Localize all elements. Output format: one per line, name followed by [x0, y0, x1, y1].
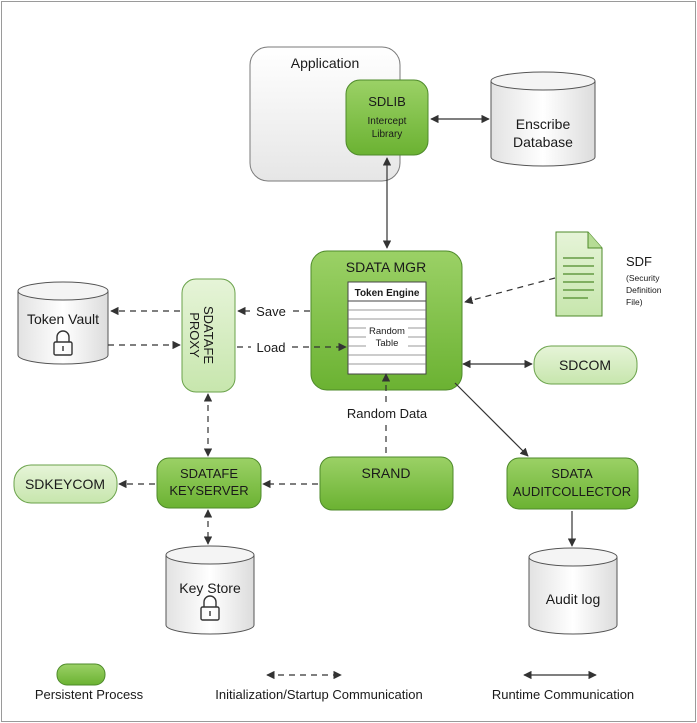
sdf-file: SDF (Security Definition File) [555, 231, 662, 317]
token-vault-label: Token Vault [27, 311, 99, 327]
token-engine-label: Token Engine [355, 288, 420, 299]
enscribe-line1: Enscribe [516, 116, 571, 132]
audit-log-label: Audit log [546, 591, 600, 607]
keyserver-line1: SDATAFE [180, 466, 238, 481]
sdf-line1: (Security [626, 273, 660, 283]
legend: Persistent Process Initialization/Startu… [35, 663, 634, 702]
legend-init-label: Initialization/Startup Communication [215, 687, 422, 702]
legend-persistent-swatch [56, 663, 106, 686]
edge-sdf-sdatamgr [464, 277, 556, 305]
sdatafe-proxy-node: SDATAFE PROXY [181, 278, 236, 393]
connectors [108, 114, 577, 547]
auditcollector-node: SDATA AUDITCOLLECTOR [506, 457, 639, 510]
token-vault: Token Vault [17, 281, 109, 365]
edge-sdatamgr-auditcollector [454, 382, 529, 457]
sdlib-line2: Library [372, 129, 403, 140]
sdkeycom-node: SDKEYCOM [13, 464, 118, 504]
legend-runtime-label: Runtime Communication [492, 687, 634, 702]
keyserver-node: SDATAFE KEYSERVER [156, 457, 262, 509]
application-label: Application [291, 55, 360, 71]
sdcom-node: SDCOM [533, 345, 638, 385]
auditcollector-line2: AUDITCOLLECTOR [513, 484, 631, 499]
sdlib-title: SDLIB [368, 94, 406, 109]
sdf-line3: File) [626, 297, 643, 307]
load-label: Load [257, 340, 286, 355]
proxy-line1: SDATAFE [201, 306, 216, 364]
srand-label: SRAND [361, 465, 410, 481]
legend-persistent-label: Persistent Process [35, 687, 144, 702]
keyserver-line2: KEYSERVER [169, 483, 248, 498]
srand-node: SRAND [319, 456, 454, 511]
audit-log: Audit log [528, 547, 618, 635]
lock-icon [200, 595, 220, 621]
enscribe-line2: Database [513, 134, 573, 150]
sdf-title: SDF [626, 254, 652, 269]
key-store-label: Key Store [179, 580, 241, 596]
sdata-mgr-title: SDATA MGR [346, 259, 426, 275]
enscribe-database: Enscribe Database [490, 71, 596, 167]
auditcollector-line1: SDATA [551, 466, 593, 481]
sdlib-line1: Intercept [368, 116, 407, 127]
save-label: Save [256, 304, 286, 319]
key-store: Key Store [165, 545, 255, 635]
sdcom-label: SDCOM [559, 357, 611, 373]
random-table-line1: Random [369, 326, 405, 337]
sdlib-node: SDLIB Intercept Library [345, 79, 429, 156]
sdf-text-lines [563, 257, 594, 299]
proxy-line2: PROXY [187, 312, 202, 358]
lock-icon [53, 330, 73, 356]
random-table-line2: Table [376, 338, 399, 349]
sdata-mgr-node: SDATA MGR Token Engine Random Table [310, 250, 463, 391]
random-data-label: Random Data [347, 406, 428, 421]
sdf-line2: Definition [626, 285, 662, 295]
sdkeycom-label: SDKEYCOM [25, 476, 105, 492]
